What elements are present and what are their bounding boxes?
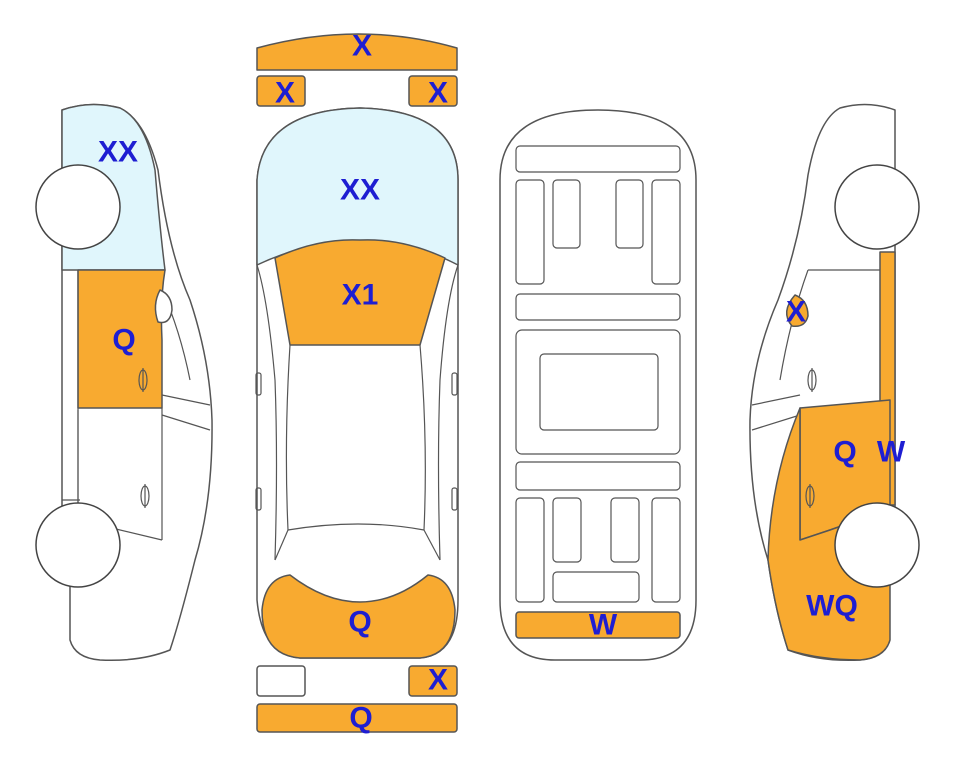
- top-view-trunk[interactable]: [261, 574, 456, 659]
- left-side-door-handle-front: [138, 368, 148, 392]
- front-right-light-part[interactable]: [408, 75, 458, 107]
- underbody-rear-part[interactable]: [515, 611, 681, 639]
- front-parts: X X X: [256, 30, 458, 110]
- right-side-view: X Q W WQ: [749, 103, 920, 662]
- left-side-door-label: Q: [112, 324, 135, 357]
- underbody-outline: [499, 109, 697, 661]
- left-side-rear-wheel: [35, 502, 121, 588]
- right-side-mirror[interactable]: [786, 294, 809, 328]
- right-side-rear-label: WQ: [806, 590, 858, 623]
- right-side-rear-wheel: [834, 502, 920, 588]
- right-side-front-wheel: [834, 164, 920, 250]
- right-side-door-handle-front: [807, 368, 817, 392]
- right-side-door-handle-rear: [805, 484, 815, 508]
- top-view-roof-front[interactable]: [274, 239, 446, 346]
- right-side-pillar-label: W: [877, 436, 906, 469]
- front-bumper-label: X: [352, 30, 372, 63]
- left-side-view: XX Q: [35, 103, 213, 662]
- rear-right-light-part[interactable]: [408, 665, 458, 697]
- top-view-roof-label: X1: [342, 279, 379, 312]
- underbody-rear-label: W: [589, 609, 618, 642]
- rear-parts: X Q: [256, 664, 458, 735]
- underbody-view: W: [499, 109, 697, 661]
- left-side-windshield-label: XX: [98, 136, 138, 169]
- rear-bumper-part[interactable]: [256, 703, 458, 733]
- rear-bumper-label: Q: [349, 702, 372, 735]
- right-side-body: [749, 103, 896, 662]
- front-left-light-part[interactable]: [256, 75, 306, 107]
- front-left-light-label: X: [275, 77, 295, 110]
- left-side-body: [61, 103, 213, 662]
- front-right-light-label: X: [428, 77, 448, 110]
- right-side-mirror-label: X: [786, 296, 806, 329]
- rear-left-light-part[interactable]: [256, 665, 306, 697]
- left-side-mirror: [154, 289, 173, 324]
- top-view-trunk-label: Q: [348, 606, 371, 639]
- top-view: XX X1 Q: [255, 107, 459, 659]
- front-bumper-part[interactable]: [256, 33, 458, 71]
- rear-right-light-label: X: [428, 664, 448, 697]
- left-side-front-wheel: [35, 164, 121, 250]
- right-side-door-label: Q: [833, 436, 856, 469]
- left-side-door-handle-rear: [140, 484, 150, 508]
- top-view-windshield-label: XX: [340, 174, 380, 207]
